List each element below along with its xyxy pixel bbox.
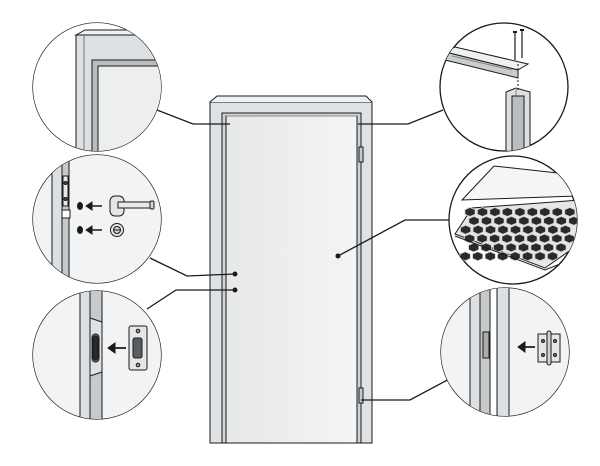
honeycomb-cell [472, 224, 484, 235]
honeycomb-cell [547, 224, 559, 235]
honeycomb-cell [543, 242, 554, 253]
honeycomb-cell [534, 251, 546, 262]
honeycomb-cell [505, 242, 517, 253]
leader-frame-assembly [358, 109, 444, 125]
leader-strike-plate [146, 289, 235, 310]
honeycomb-cell [484, 224, 497, 235]
honeycomb-cell [563, 233, 575, 244]
strike-plate-detail [32, 290, 162, 420]
honeycomb-cell [551, 233, 563, 244]
honeycomb-cell [538, 233, 550, 244]
honeycomb-cell [564, 207, 576, 217]
honeycomb-cell [489, 207, 501, 217]
honeycomb-cell [476, 207, 489, 217]
honeycomb-cell [459, 251, 471, 262]
door [209, 95, 373, 444]
honeycomb-cell [509, 251, 521, 262]
honeycomb-cell [514, 207, 526, 217]
frame-top-bevel [209, 95, 373, 103]
honeycomb-cell [551, 207, 563, 217]
honeycomb-cell [501, 233, 513, 244]
honeycomb-cell [555, 215, 567, 226]
honeycomb-cell [568, 215, 577, 226]
honeycomb-cell [514, 233, 525, 244]
honeycomb-cell [534, 224, 546, 235]
honeycomb-cell [539, 207, 551, 217]
hinge-detail [440, 287, 570, 417]
honeycomb-core-detail [448, 155, 578, 285]
honeycomb-cell [460, 224, 472, 235]
leader-lines [146, 109, 454, 401]
leader-hinge [361, 376, 454, 401]
leader-lock-handle [149, 257, 236, 277]
hinge-bottom [358, 387, 364, 404]
honeycomb-cells [459, 207, 577, 262]
honeycomb-cell [493, 215, 505, 226]
honeycomb-cell [522, 224, 534, 235]
honeycomb-cell [509, 224, 521, 235]
frame-screw-assembly-detail [439, 22, 569, 152]
honeycomb-cell [493, 242, 505, 253]
honeycomb-cell [530, 215, 542, 226]
honeycomb-cell [555, 242, 567, 253]
honeycomb-cell [497, 251, 509, 262]
honeycomb-cell [518, 215, 530, 226]
honeycomb-cell [518, 242, 530, 253]
leader-frame-corner [156, 109, 230, 125]
honeycomb-cell [543, 215, 555, 226]
honeycomb-cell [501, 207, 513, 217]
honeycomb-cell [484, 251, 496, 262]
honeycomb-cell [547, 251, 558, 262]
honeycomb-cell [505, 215, 517, 226]
leader-honeycomb [337, 219, 450, 257]
honeycomb-cell [497, 224, 509, 235]
honeycomb-cell [526, 233, 538, 244]
honeycomb-cell [489, 233, 501, 244]
honeycomb-cell [526, 207, 538, 217]
honeycomb-cell [559, 224, 571, 235]
honeycomb-cell [476, 233, 488, 244]
hinge-top [358, 146, 364, 163]
handle-and-lock-detail [32, 154, 162, 284]
frame-corner-detail [32, 22, 162, 152]
door-leaf [225, 115, 358, 444]
honeycomb-cell [472, 251, 484, 262]
honeycomb-cell [522, 251, 534, 262]
honeycomb-cell [480, 215, 493, 226]
honeycomb-cell [530, 242, 542, 253]
honeycomb-cell [464, 207, 476, 217]
honeycomb-cell [468, 215, 480, 226]
